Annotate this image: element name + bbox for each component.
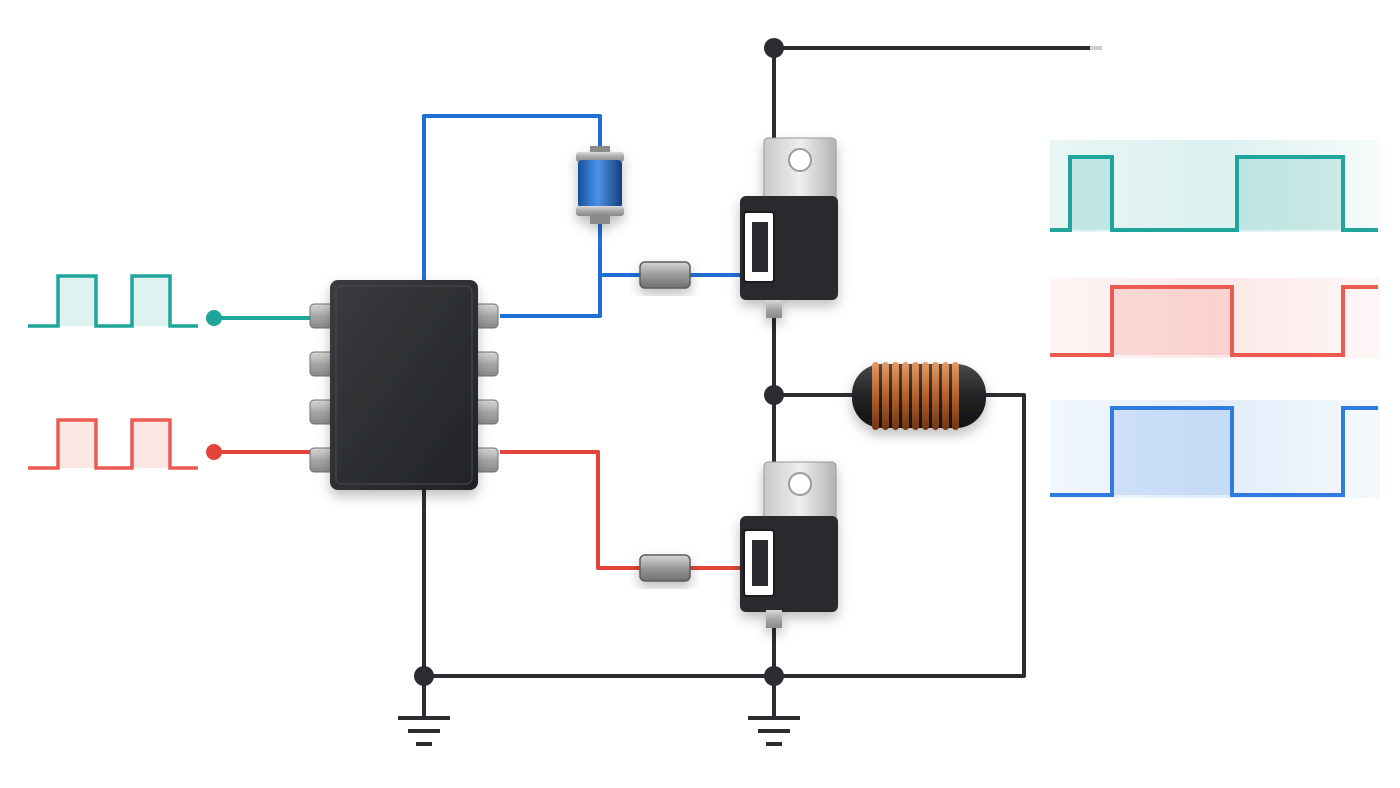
- coil-turn: [892, 362, 899, 430]
- ground-junction-right: [764, 666, 784, 686]
- axial-diode-icon: [576, 146, 624, 224]
- coil-turn: [902, 362, 909, 430]
- resistor-icon: [639, 261, 691, 289]
- supply-junction: [764, 38, 784, 58]
- resistor-icon: [639, 554, 691, 582]
- ground-symbol-icon: [398, 716, 450, 746]
- ground-symbol-icon: [748, 716, 800, 746]
- coil-icon: [852, 362, 986, 430]
- coil-turn: [882, 362, 889, 430]
- to-220-package-icon: [740, 137, 838, 318]
- inductor-return-wire: [774, 393, 1026, 678]
- soic-8-package-icon: [309, 280, 499, 490]
- coil-turn: [942, 362, 949, 430]
- high-gate-drive-wire: [500, 273, 640, 318]
- to-220-package-icon: [740, 461, 838, 628]
- waveform-high: [1050, 140, 1380, 232]
- input-signal-low: [28, 418, 198, 470]
- low-gate-drive-wire: [500, 450, 640, 570]
- waveform-low: [1050, 278, 1380, 358]
- coil-turn: [932, 362, 939, 430]
- coil-turn: [952, 362, 959, 430]
- ground-junction-left: [414, 666, 434, 686]
- coil-turn: [912, 362, 919, 430]
- coil-turn: [872, 362, 879, 430]
- input-low-terminal: [206, 444, 222, 460]
- input-high-terminal: [206, 310, 222, 326]
- input-signal-high: [28, 274, 198, 328]
- waveform-switch: [1050, 400, 1380, 498]
- bootstrap-wire: [422, 114, 602, 285]
- switch-node-junction: [764, 385, 784, 405]
- coil-turn: [922, 362, 929, 430]
